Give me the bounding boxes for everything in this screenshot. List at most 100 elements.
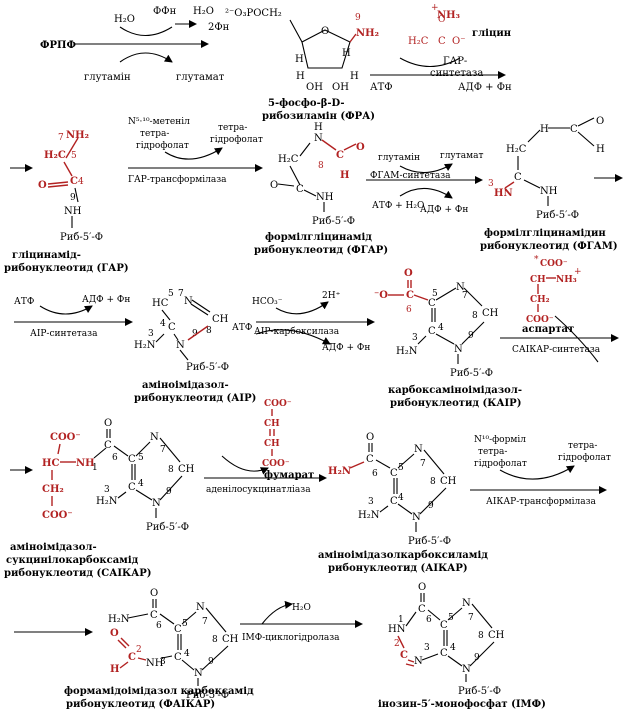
step3-enzyme: ГАР-трансформілаза [128,175,227,185]
saicar-n5: 5 [138,453,144,463]
pra-nh2: NH₂ [356,28,379,39]
gar-n9: 9 [70,193,76,203]
faicar-nh-c4 [161,655,173,659]
aicar-name-l2: рибонуклеотид (АІКАР) [328,563,468,574]
faicar-name-l1: формамідоімідазол карбоксамід [64,686,254,697]
gar-n5: 5 [71,151,77,161]
imp-n4: 4 [450,643,456,653]
fgar-n: N [314,133,323,144]
saicar-molecule: COO⁻ HC NH 1 CH₂ COO⁻ C O 6 C 5 N 7 CH 8… [4,418,195,579]
gar-cn-bond [65,137,79,159]
imp-n7: N [462,598,471,609]
aicar-h2n-red: H₂N [328,466,351,477]
pra-h2: H [342,48,351,59]
faicar-c-h [119,661,129,669]
step6-hco3: HCO₃⁻ [252,297,283,307]
faicar-c4-n9 [181,659,195,671]
air-n7-c8 [191,299,211,313]
pra-oh1: OH [306,82,323,93]
air-n: N [184,296,193,307]
gar-co-bond2 [47,184,69,188]
air-hc: HC [152,298,169,309]
fgar-c-formyl: C [336,150,344,161]
pra-n-bond [349,33,357,43]
aicar-rib: Риб-5′-Ф [408,536,451,547]
step1-h2o-2: H₂O [193,6,214,17]
faicar-o-red: O [110,628,119,639]
saicar-n4: 4 [138,479,144,489]
pra-ribose-ring [301,29,351,69]
step6-bottom-curve [255,329,331,345]
saicar-c4-n9 [135,489,153,501]
cair-c4: C [428,326,436,337]
pra-ch2-bond [289,19,303,43]
saicar-coo1: COO⁻ [50,432,81,443]
saicar-c5: C [128,454,136,465]
pra-o-ring: O [321,26,329,37]
fgar-c-nh-bond [303,189,317,197]
gar-name-l2: рибонуклеотид (ГАР) [4,263,129,274]
cair-n9-num: 9 [468,331,474,341]
air-name-l2: рибонуклеотид (АІР) [134,393,256,404]
aicar-n7: N [414,444,423,455]
cair-name-l2: рибонуклеотид (КАІР) [390,398,521,409]
step10-h2o: H₂O [292,603,311,613]
fgam-nh: NH [540,186,558,197]
fgar-rib: Риб-5′-Ф [312,216,355,227]
fgar-h: H [314,122,323,133]
pra-h1: H [295,54,304,65]
fgam-hn: HN [494,188,513,199]
saicar-h2n: H₂N [96,496,118,507]
gar-name-l1: гліцинамід- [12,250,81,261]
saicar-c5-n7 [135,441,151,457]
fum-coo2: COO⁻ [262,459,290,469]
fgam-c: C [570,124,578,135]
saicar-coo2: COO⁻ [42,510,73,521]
imp-n3-c4 [421,653,439,661]
imp-n6: 6 [426,615,432,625]
saicar-c-c5 [113,445,129,457]
faicar-o: O [150,588,158,599]
step1-top-curve [119,26,173,37]
fgar-co-bond [343,143,357,151]
cair-h2n: H₂N [396,346,418,357]
fgar-o-formyl: O [356,142,365,153]
step8-reaction: COO⁻ CH CH COO⁻ фумарат аденілосукцинатл… [204,399,327,495]
air-n9: N [176,340,185,351]
gar-cnh-bond [74,187,79,203]
gar-n4: 4 [78,177,84,187]
faicar-n8: 8 [212,635,218,645]
air-n7: 7 [178,289,184,299]
aicar-c4: C [390,496,398,507]
saicar-n7-num: 7 [160,445,166,455]
step5-reaction: АТФ АДФ + Фн АІР-синтетаза [14,295,133,339]
cair-om: ⁻O [374,290,388,301]
fgam-c-nh-bond [523,179,541,189]
step6-top-curve [275,301,329,315]
gly-o: O [438,15,445,25]
imp-n1-c6 [405,611,417,627]
cair-c4-n9 [435,333,455,345]
air-n9-c8-red [187,325,209,341]
aicar-n7-num: 7 [420,459,426,469]
fgar-o: O [270,180,278,191]
imp-c6-c5 [427,609,441,621]
step2-reaction: + NH₃ H₂C C O O⁻ гліцин ГАР- синтетаза А… [370,3,512,93]
aicar-n7-c8 [423,449,445,475]
cair-c5-n7 [435,287,457,301]
fumarate-name: фумарат [264,470,314,481]
cair-o: O [404,268,413,279]
aicar-n9-c8 [419,487,447,515]
imp-c6: C [418,604,426,615]
asp-ch2: CH₂ [530,295,550,305]
saicar-n9: N [152,498,161,509]
step6-atp: АТФ [232,323,252,333]
gly-c: C [438,36,446,47]
fgar-c: C [296,184,304,195]
fgam-rib: Риб-5′-Ф [536,210,579,221]
step6-enzyme: АІР-карбоксилаза [254,326,340,337]
fgar-name-l2: рибонуклеотид (ФГАР) [254,245,388,256]
saicar-n8: 8 [168,465,174,475]
fgam-name-l1: формілгліцинамідин [484,228,606,239]
imp-c2-n3-double [405,663,415,667]
